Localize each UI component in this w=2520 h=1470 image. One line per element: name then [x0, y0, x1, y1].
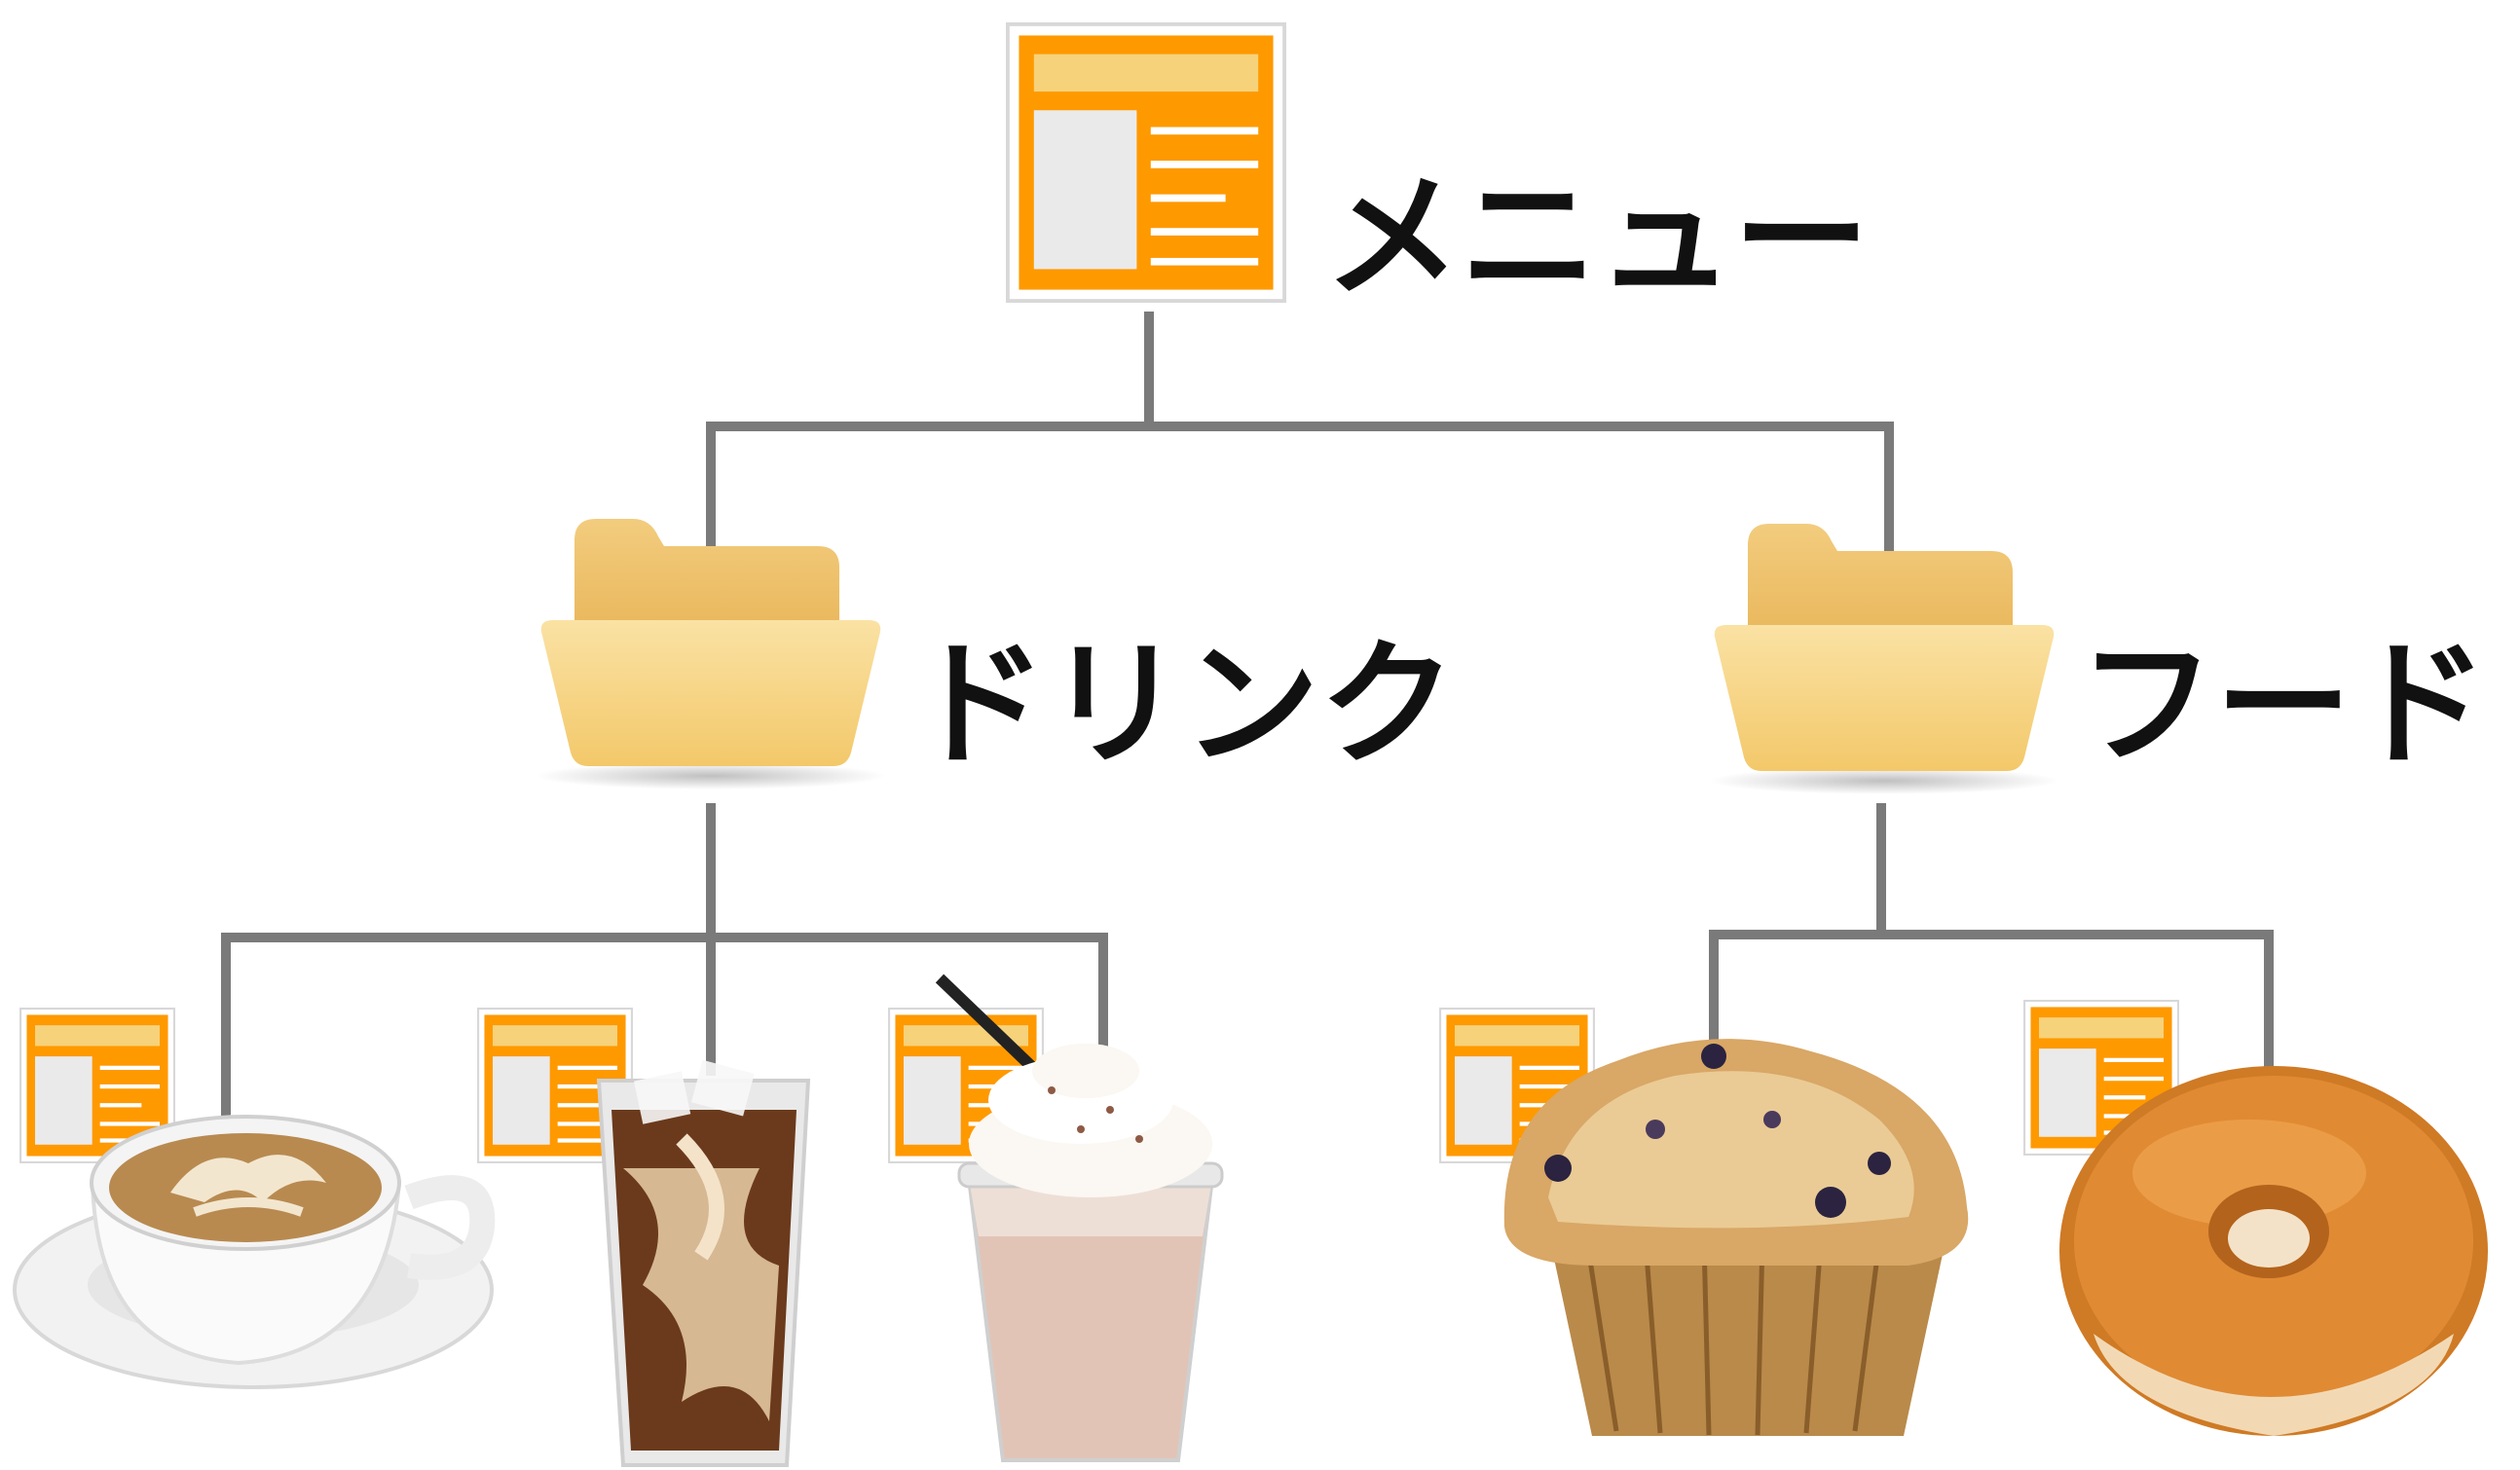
glazed-donut-image — [2059, 1066, 2488, 1436]
folder-icon — [536, 519, 886, 790]
category-label-food: フード — [2079, 626, 2489, 785]
connector-lines — [221, 312, 2274, 1134]
root-label: メニュー — [1324, 159, 1871, 317]
iced-coffee-image — [596, 1059, 811, 1467]
latte-cup-image — [13, 1115, 496, 1389]
category-label-drink: ドリンク — [910, 626, 1457, 785]
frappe-image — [935, 974, 1224, 1462]
document-icon — [1008, 24, 1284, 301]
folder-icon — [1709, 524, 2059, 794]
blueberry-muffin-image — [1503, 1039, 1969, 1436]
